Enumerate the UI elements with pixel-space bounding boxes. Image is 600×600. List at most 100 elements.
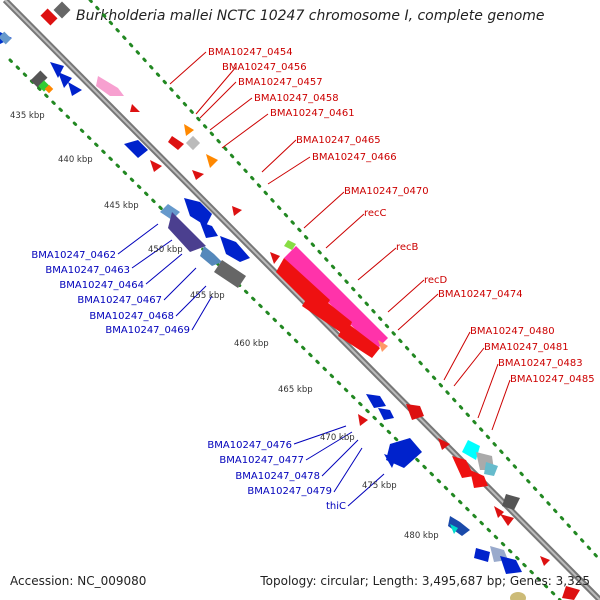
gene-arrow[interactable]	[562, 586, 580, 600]
gene-arrow[interactable]	[358, 414, 368, 426]
gene-arrow[interactable]	[452, 456, 474, 478]
gene-recB-box[interactable]	[284, 246, 388, 350]
gene-features[interactable]	[0, 1, 580, 600]
gene-arrow[interactable]	[232, 206, 242, 216]
genome-stats-text: Topology: circular; Length: 3,495,687 bp…	[260, 574, 590, 588]
gene-label[interactable]: BMA10247_0476	[207, 440, 292, 451]
kbp-tick: 440 kbp	[58, 155, 93, 165]
kbp-tick: 445 kbp	[104, 201, 139, 211]
gene-label[interactable]: BMA10247_0469	[105, 325, 190, 336]
kbp-tick: 470 kbp	[320, 433, 355, 443]
gene-box[interactable]	[284, 240, 296, 250]
kbp-tick: 465 kbp	[278, 385, 313, 395]
gene-label[interactable]: BMA10247_0477	[219, 455, 304, 466]
gene-label[interactable]: BMA10247_0462	[31, 250, 116, 261]
gene-arrow[interactable]	[184, 124, 194, 136]
gene-box[interactable]	[448, 516, 470, 536]
gene-arrow[interactable]	[438, 438, 450, 450]
gene-arrow[interactable]	[366, 394, 386, 408]
gene-label[interactable]: thiC	[326, 501, 346, 512]
gene-arrow[interactable]	[540, 556, 550, 566]
gene-box[interactable]	[200, 246, 222, 266]
forward-gene-labels: BMA10247_0454 BMA10247_0456 BMA10247_045…	[208, 47, 595, 385]
gene-arrow[interactable]	[384, 454, 396, 468]
gene-box[interactable]	[53, 1, 71, 19]
track-outer-reverse	[8, 58, 562, 600]
gene-arrow[interactable]	[168, 136, 184, 150]
gene-label[interactable]: BMA10247_0468	[89, 311, 174, 322]
gene-box[interactable]	[185, 135, 201, 151]
gene-arrow[interactable]	[130, 104, 140, 112]
gene-arrow[interactable]	[184, 198, 212, 226]
gene-box[interactable]	[484, 462, 498, 476]
gene-box[interactable]	[44, 84, 54, 94]
kbp-tick: 475 kbp	[362, 481, 397, 491]
dotted-tracks	[8, 0, 600, 600]
gene-label[interactable]: BMA10247_0454	[208, 47, 293, 58]
gene-arrow[interactable]	[124, 140, 148, 158]
gene-arrow[interactable]	[150, 160, 162, 172]
gene-arrow[interactable]	[220, 236, 250, 262]
gene-label[interactable]: BMA10247_0474	[438, 289, 523, 300]
gene-arrow[interactable]	[206, 154, 218, 168]
gene-arrow[interactable]	[50, 62, 64, 78]
reverse-gene-labels: BMA10247_0462 BMA10247_0463 BMA10247_046…	[31, 250, 346, 512]
gene-label[interactable]: BMA10247_0458	[254, 93, 339, 104]
gene-label[interactable]: BMA10247_0470	[344, 186, 429, 197]
gene-label[interactable]: BMA10247_0479	[247, 486, 332, 497]
kbp-tick: 450 kbp	[148, 245, 183, 255]
gene-box[interactable]	[450, 524, 458, 534]
gene-label[interactable]: BMA10247_0467	[77, 295, 162, 306]
gene-label[interactable]: BMA10247_0481	[484, 342, 569, 353]
gene-label[interactable]: BMA10247_0461	[270, 108, 355, 119]
gene-arrow[interactable]	[470, 470, 488, 488]
gene-arrow[interactable]	[500, 514, 514, 526]
gene-box[interactable]	[30, 70, 48, 88]
gene-label[interactable]: recD	[424, 275, 448, 286]
gene-arrow[interactable]	[96, 76, 124, 96]
gene-label[interactable]: BMA10247_0485	[510, 374, 595, 385]
gene-recD-arrow[interactable]	[338, 322, 380, 358]
gene-box[interactable]	[214, 260, 246, 288]
gene-label[interactable]: BMA10247_0480	[470, 326, 555, 337]
gene-arrow[interactable]	[58, 72, 72, 88]
kbp-tick: 435 kbp	[10, 111, 45, 121]
gene-label[interactable]: BMA10247_0463	[45, 265, 130, 276]
gene-arrow[interactable]	[406, 404, 424, 420]
gene-box[interactable]	[40, 8, 58, 26]
accession-text: Accession: NC_009080	[10, 574, 147, 588]
gene-label[interactable]: BMA10247_0464	[59, 280, 144, 291]
map-title: Burkholderia mallei NCTC 10247 chromosom…	[76, 8, 545, 24]
gene-label[interactable]: BMA10247_0465	[296, 135, 381, 146]
gene-arrow[interactable]	[68, 82, 82, 96]
gene-arrow[interactable]	[494, 506, 504, 518]
kbp-tick: 460 kbp	[234, 339, 269, 349]
gene-label[interactable]: BMA10247_0466	[312, 152, 397, 163]
gene-label[interactable]: recC	[364, 208, 387, 219]
gene-arrow[interactable]	[192, 170, 204, 180]
gene-label[interactable]: recB	[396, 242, 419, 253]
gene-box[interactable]	[378, 340, 388, 352]
gene-arrow[interactable]	[474, 548, 490, 562]
gene-label[interactable]: BMA10247_0456	[222, 62, 307, 73]
gene-arrow[interactable]	[302, 290, 352, 336]
gene-box[interactable]	[462, 440, 480, 460]
kbp-tick: 455 kbp	[190, 291, 225, 301]
gene-arrow[interactable]	[378, 408, 394, 420]
gene-box[interactable]	[0, 31, 12, 45]
track-outer-forward	[88, 0, 600, 562]
gene-box[interactable]	[502, 494, 520, 510]
kbp-ticks: 435 kbp 440 kbp 445 kbp 450 kbp 455 kbp …	[10, 111, 439, 541]
kbp-tick: 480 kbp	[404, 531, 439, 541]
label-leader-lines	[117, 51, 511, 507]
gene-label[interactable]: BMA10247_0483	[498, 358, 583, 369]
gene-box[interactable]	[510, 592, 526, 600]
gene-box[interactable]	[168, 212, 206, 252]
gene-arrow[interactable]	[270, 252, 280, 264]
gene-label[interactable]: BMA10247_0478	[235, 471, 320, 482]
gene-arrow[interactable]	[500, 556, 522, 574]
gene-arrow[interactable]	[200, 222, 218, 238]
gene-label[interactable]: BMA10247_0457	[238, 77, 323, 88]
